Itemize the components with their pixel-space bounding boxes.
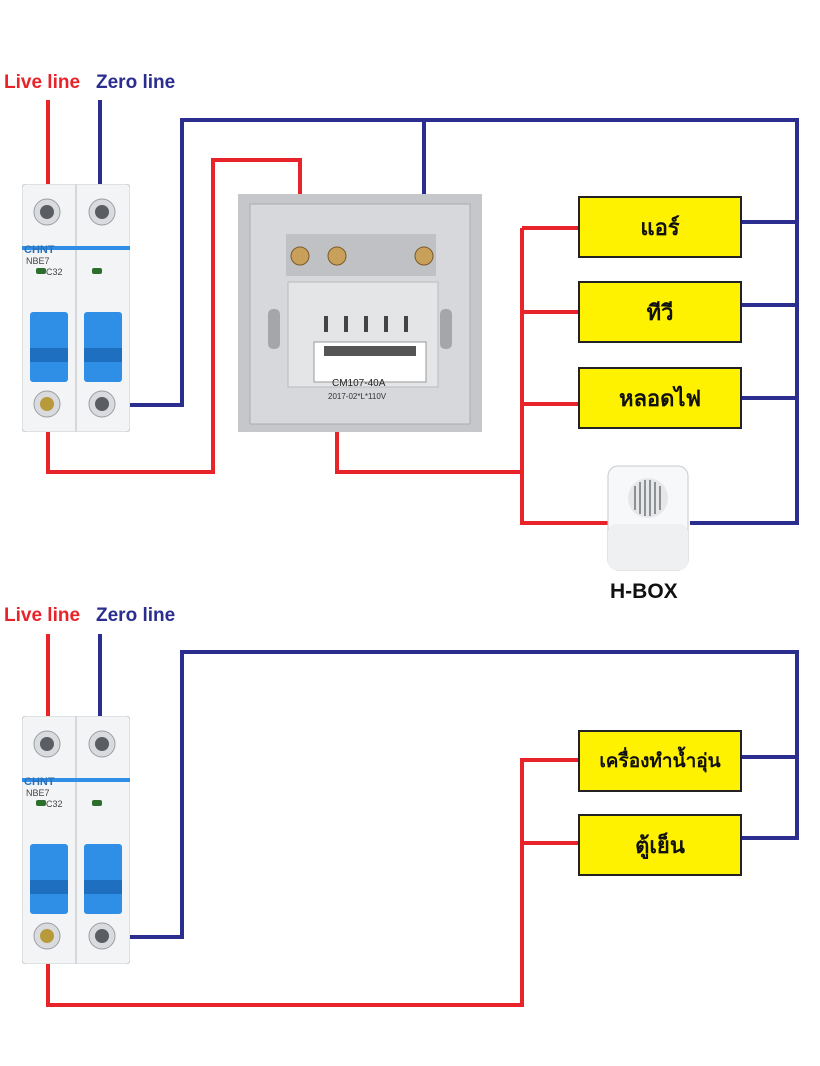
breaker-rating: C32 (46, 267, 63, 277)
panel-sticker-spec: 2017-02*L*110V (328, 392, 387, 401)
bottom-zero-line-label: Zero line (96, 605, 176, 626)
breaker-rating: C32 (46, 799, 63, 809)
top-live-to-switch (46, 158, 302, 474)
panel-sticker-model: CM107-40A (332, 378, 386, 389)
bottom-zero-bus (100, 650, 799, 939)
load-box-air: แอร์ (578, 196, 742, 258)
top-zero-line-label: Zero line (96, 72, 176, 93)
breaker-brand: CHNT (24, 244, 55, 256)
bottom-circuit-breaker: CHNT NBE7 C32 (21, 715, 131, 965)
bottom-live-line-label: Live line (4, 605, 81, 626)
bottom-live-to-heater (520, 758, 578, 843)
breaker-body-icon (21, 715, 131, 965)
top-live-bus (520, 228, 610, 525)
hbox-device (606, 462, 690, 574)
hbox-icon (607, 465, 689, 571)
breaker-body-icon (21, 183, 131, 433)
load-box-refrigerator: ตู้เย็น (578, 814, 742, 876)
bottom-live-bus (46, 841, 578, 1007)
top-circuit-breaker: CHNT NBE7 C32 (21, 183, 131, 433)
hbox-label: H-BOX (610, 580, 678, 603)
breaker-model: NBE7 (26, 788, 50, 798)
load-box-lamp: หลอดไฟ (578, 367, 742, 429)
top-live-line-label: Live line (4, 72, 81, 93)
breaker-brand: CHNT (24, 776, 55, 788)
switch-panel-back: CM107-40A 2017-02*L*110V (238, 194, 482, 432)
load-box-tv: ทีวี (578, 281, 742, 343)
top-zero-bus (100, 118, 799, 525)
switch-panel-icon (238, 194, 482, 432)
breaker-model: NBE7 (26, 256, 50, 266)
load-box-water-heater: เครื่องทำน้ำอุ่น (578, 730, 742, 792)
